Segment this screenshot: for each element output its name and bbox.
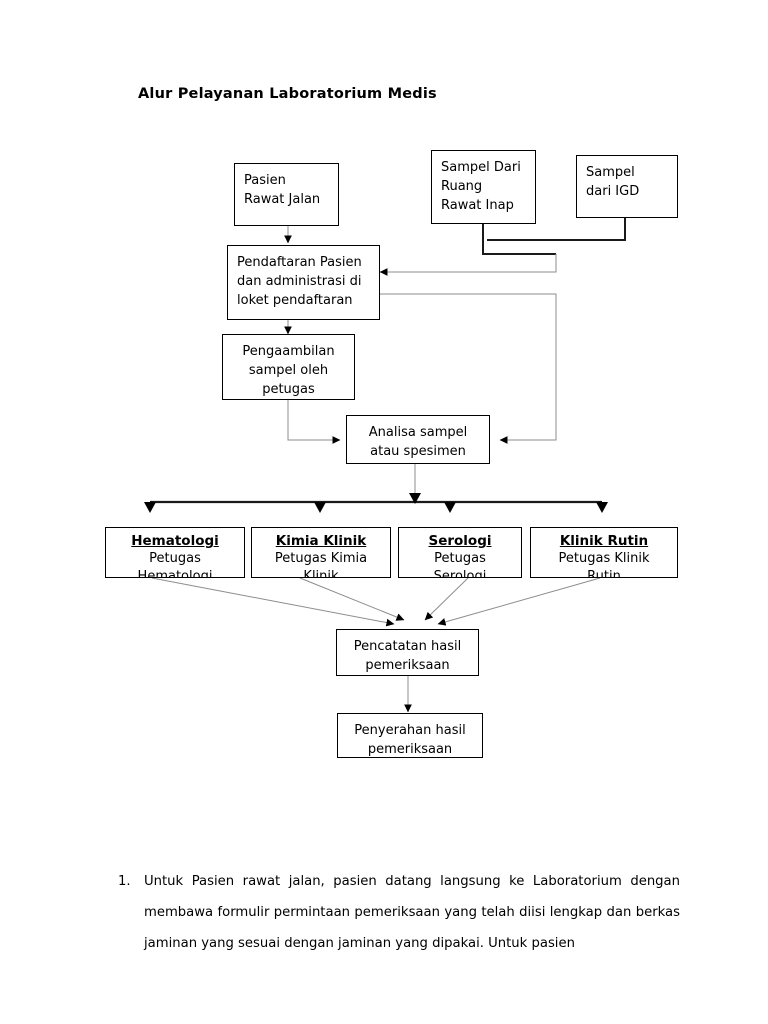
edge-hematologi-to-pencatatan xyxy=(151,577,395,627)
edge-pengambilan-to-analisa xyxy=(287,400,341,444)
bar-arrow-serologi xyxy=(444,502,456,513)
node-analisa-sampel[interactable]: Analisa sampel atau spesimen xyxy=(346,415,490,464)
node-department-klinik-rutin[interactable]: Klinik Rutin Petugas Klinik Rutin xyxy=(530,527,678,578)
node-sampel-ruang-rawat-inap-label: Sampel Dari Ruang Rawat Inap xyxy=(441,160,521,213)
edge-kimia-to-pencatatan xyxy=(299,577,405,621)
bar-arrow-klinik-rutin xyxy=(596,502,608,513)
node-pencatatan-hasil-label: Pencatatan hasil pemeriksaan xyxy=(353,639,462,673)
node-analisa-sampel-label: Analisa sampel atau spesimen xyxy=(368,425,468,459)
bar-arrow-kimia-klinik xyxy=(314,502,326,513)
node-pasien-rawat-jalan[interactable]: Pasien Rawat Jalan xyxy=(234,163,339,226)
node-pengambilan-sampel[interactable]: Pengaambilan sampel oleh petugas xyxy=(222,334,355,400)
node-department-serologi[interactable]: Serologi Petugas Serologi xyxy=(398,527,522,578)
bar-arrow-hematologi xyxy=(144,502,156,513)
edge-rawatinap-down xyxy=(482,224,556,255)
department-hematologi-title: Hematologi xyxy=(131,533,219,549)
node-sampel-igd-label: Sampel dari IGD xyxy=(586,165,640,199)
node-pasien-rawat-jalan-label: Pasien Rawat Jalan xyxy=(244,173,321,207)
node-pengambilan-sampel-label: Pengaambilan sampel oleh petugas xyxy=(242,344,335,397)
node-department-hematologi[interactable]: Hematologi Petugas Hematologi xyxy=(105,527,245,578)
department-kimia-klinik-title: Kimia Klinik xyxy=(275,533,367,549)
department-hematologi-staff: Petugas Hematologi xyxy=(137,551,213,578)
department-kimia-klinik-staff: Petugas Kimia Klinik xyxy=(274,551,368,578)
edge-klinikrutin-to-pencatatan xyxy=(437,577,601,626)
department-serologi-title: Serologi xyxy=(428,533,492,549)
edge-samples-to-pendaftaran xyxy=(379,254,557,276)
node-penyerahan-hasil[interactable]: Penyerahan hasil pemeriksaan xyxy=(337,713,483,758)
node-department-kimia-klinik[interactable]: Kimia Klinik Petugas Kimia Klinik xyxy=(251,527,391,578)
department-klinik-rutin-title: Klinik Rutin xyxy=(559,533,649,549)
node-pendaftaran-label: Pendaftaran Pasien dan administrasi di l… xyxy=(237,255,362,308)
node-sampel-igd[interactable]: Sampel dari IGD xyxy=(576,155,678,218)
node-penyerahan-hasil-label: Penyerahan hasil pemeriksaan xyxy=(354,723,466,757)
note-text: Untuk Pasien rawat jalan, pasien datang … xyxy=(144,874,680,951)
department-serologi-staff: Petugas Serologi xyxy=(433,551,487,578)
bar-arrow-inlet xyxy=(409,493,421,504)
note-number: 1. xyxy=(118,874,131,889)
node-pencatatan-hasil[interactable]: Pencatatan hasil pemeriksaan xyxy=(336,629,479,676)
node-pendaftaran[interactable]: Pendaftaran Pasien dan administrasi di l… xyxy=(227,245,380,320)
edge-serologi-to-pencatatan xyxy=(424,577,469,621)
department-klinik-rutin-staff: Petugas Klinik Rutin xyxy=(558,551,650,578)
node-sampel-ruang-rawat-inap[interactable]: Sampel Dari Ruang Rawat Inap xyxy=(431,150,536,224)
note-item-1: 1. Untuk Pasien rawat jalan, pasien data… xyxy=(118,866,680,959)
page-title: Alur Pelayanan Laboratorium Medis xyxy=(138,86,437,102)
